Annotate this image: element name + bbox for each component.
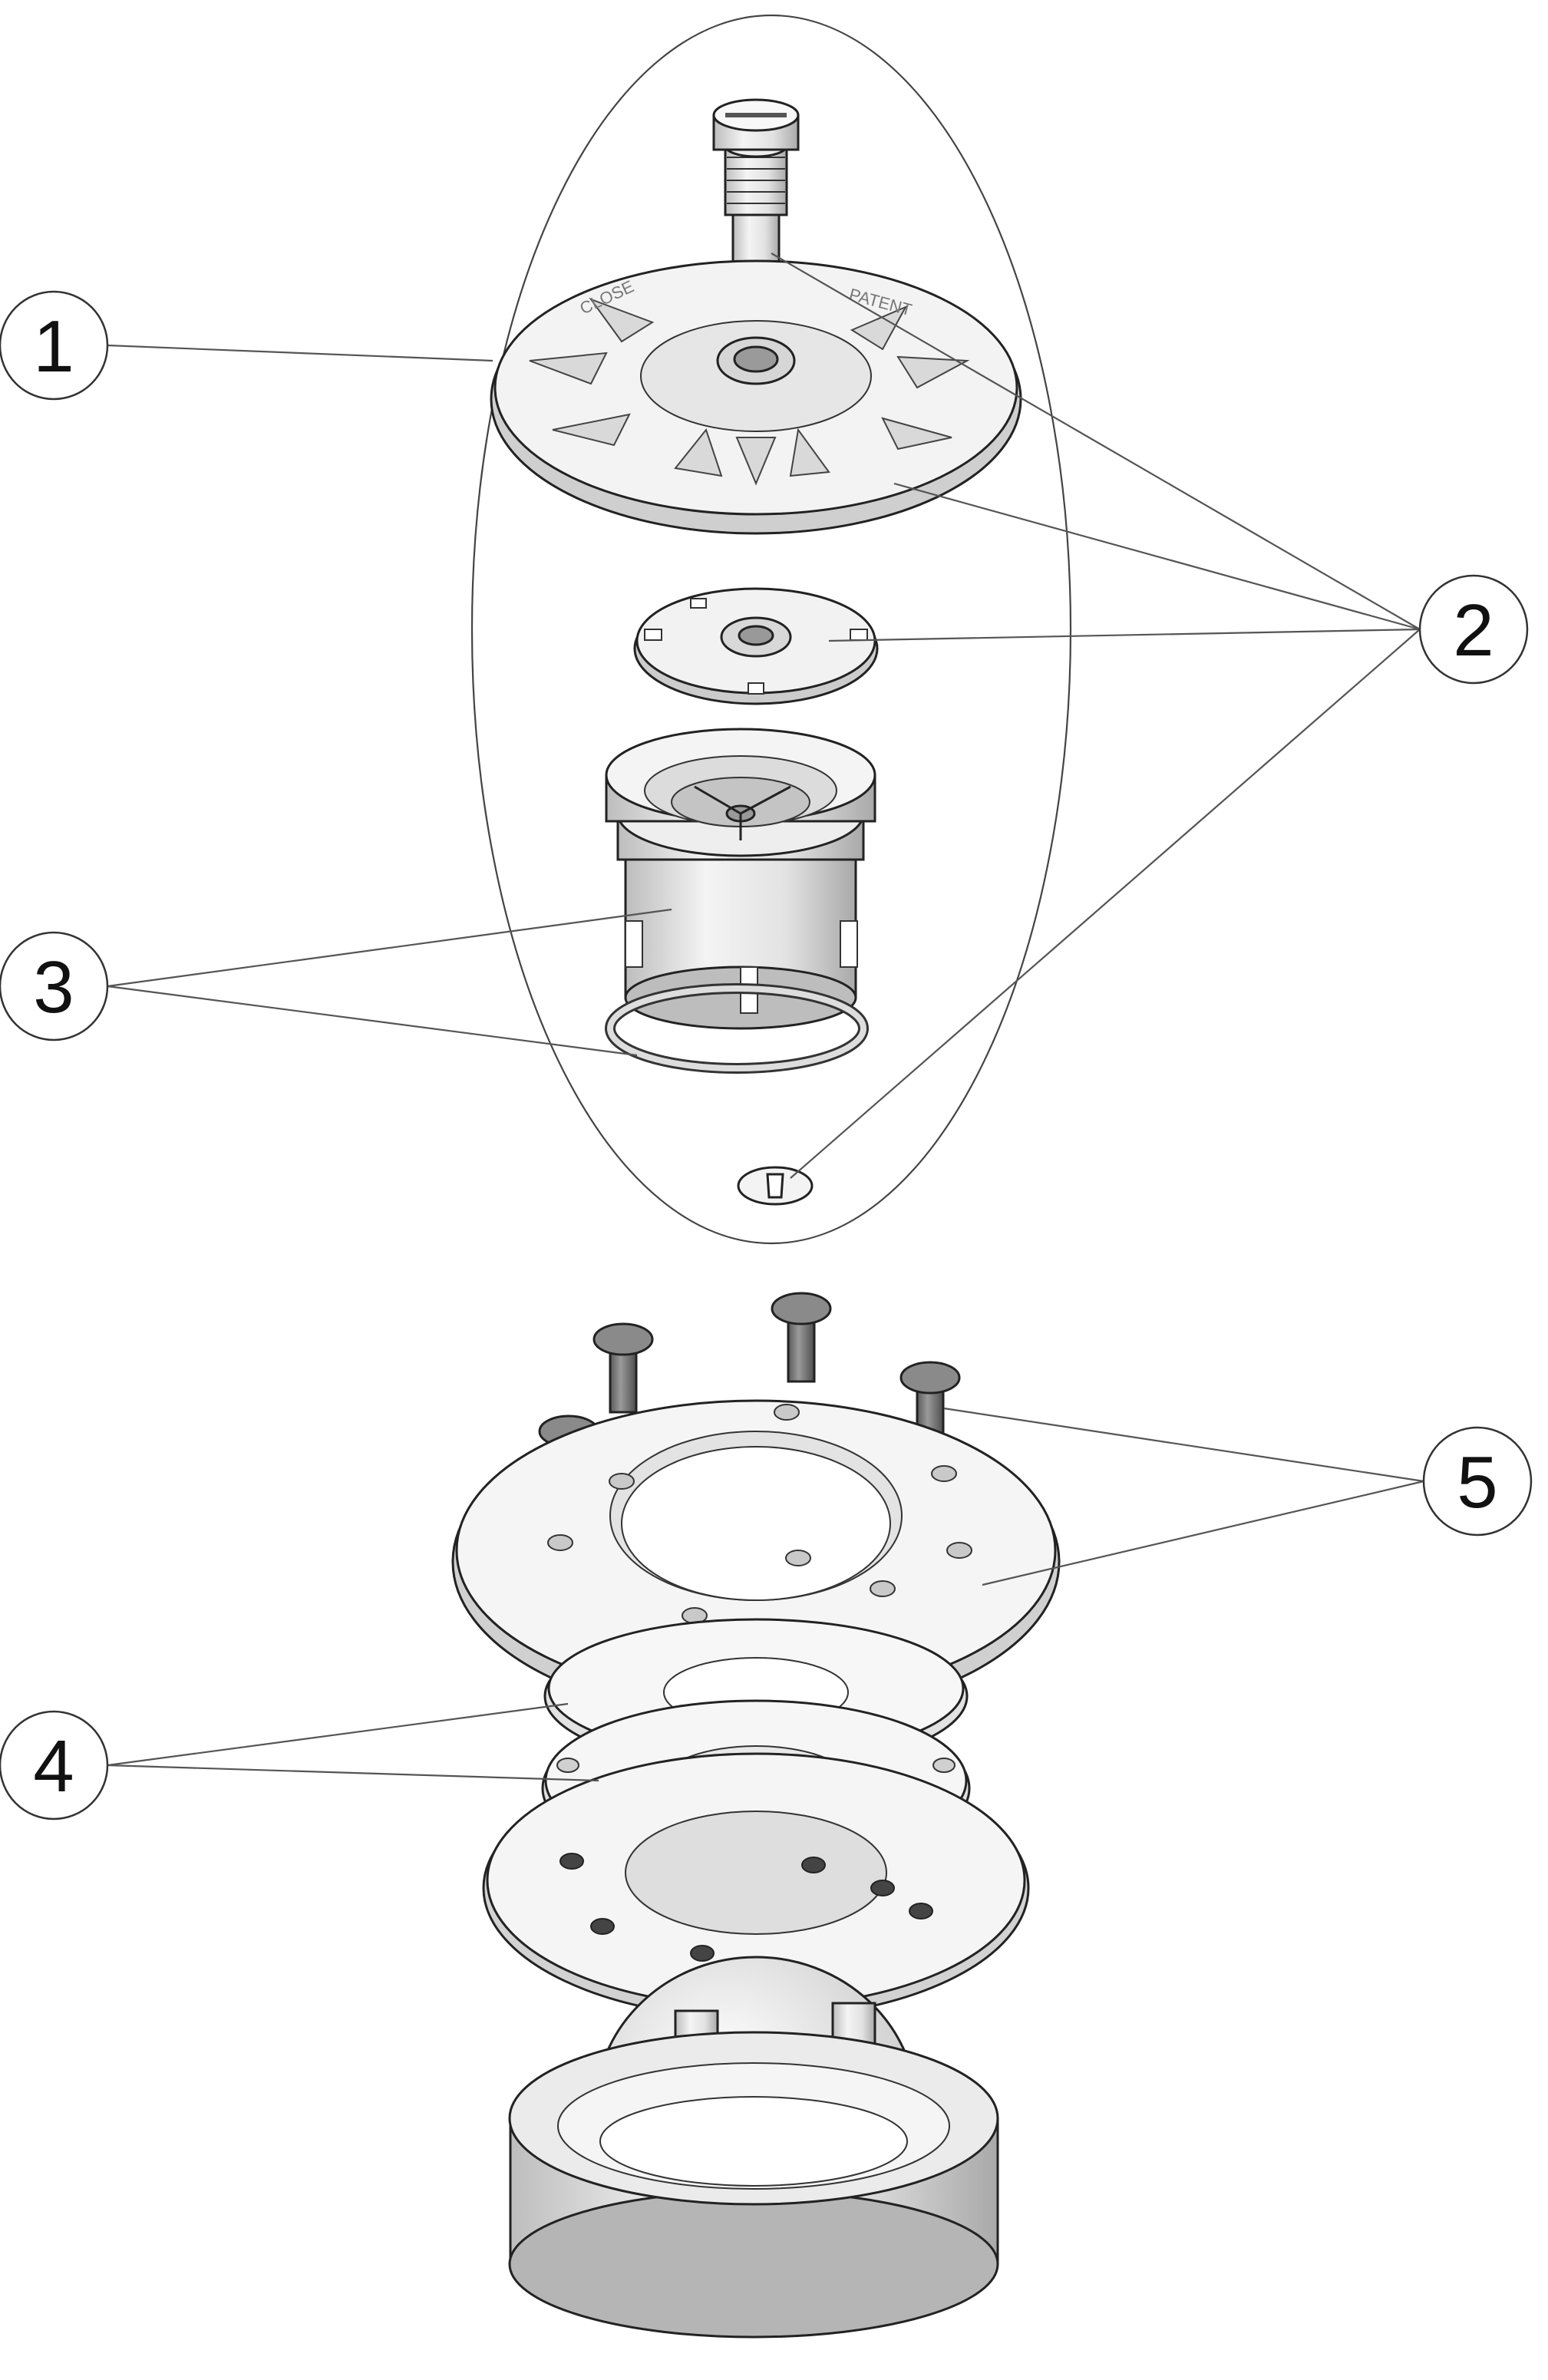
callout-4-label: 4 (33, 1725, 74, 1807)
callout-3-label: 3 (33, 946, 74, 1028)
screw (771, 1292, 832, 1383)
group-outline-ellipse (470, 14, 1072, 1245)
retaining-clip (737, 1166, 814, 1206)
leader-lines (107, 253, 1424, 1782)
callout-1: 1 (0, 290, 109, 401)
callout-2: 2 (1418, 574, 1529, 685)
callout-2-label: 2 (1453, 589, 1494, 672)
base-plate (482, 1752, 1030, 2020)
callout-5-label: 5 (1457, 1441, 1497, 1523)
housing (508, 2031, 999, 2339)
cover-disc: CLOSE PATENT (490, 259, 1022, 535)
callout-1-label: 1 (33, 305, 74, 388)
callout-5: 5 (1422, 1426, 1533, 1537)
valve-cartridge (605, 728, 876, 1030)
callout-4: 4 (0, 1710, 109, 1820)
adjustment-screw (712, 98, 800, 295)
screw (592, 1322, 654, 1414)
callout-3: 3 (0, 931, 109, 1041)
inner-disc (633, 587, 879, 705)
